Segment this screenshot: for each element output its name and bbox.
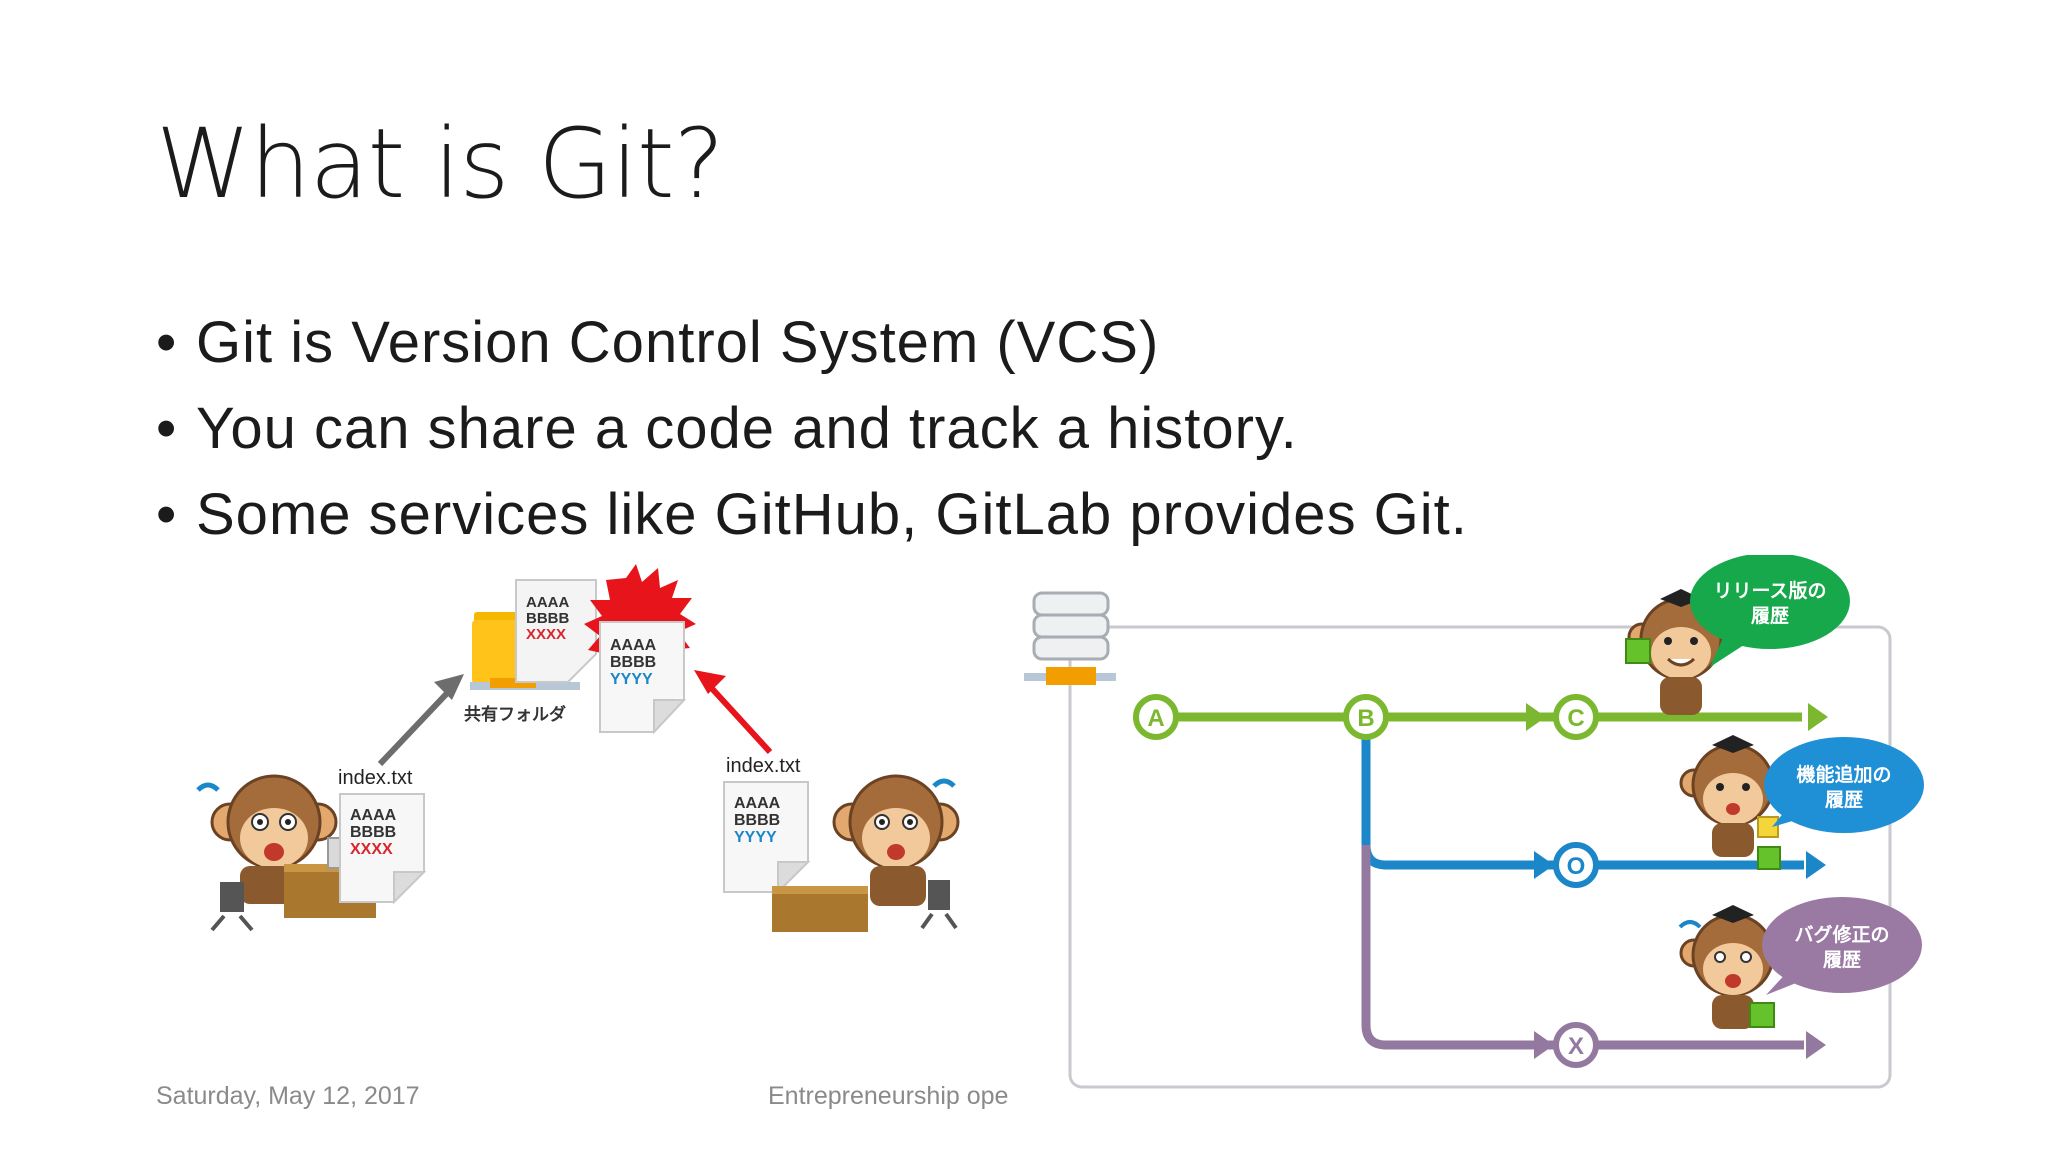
bullet-item: •You can share a code and track a histor… [156, 386, 1468, 472]
shared-folder-illustration: index.txt AAAA BBBB XXXX 共有フォルダ AAAA BBB… [180, 560, 980, 940]
node-label: A [1147, 705, 1164, 732]
commit-node-a: A [1136, 697, 1176, 737]
bubble-text: リリース版の [1713, 579, 1826, 602]
bubble-text: 履歴 [1823, 949, 1861, 971]
bubble-text: 履歴 [1751, 605, 1789, 627]
bubble-text: バグ修正の [1794, 923, 1889, 946]
bullet-item: •Git is Version Control System (VCS) [156, 300, 1468, 386]
shared-back-doc-line: BBBB [526, 610, 569, 627]
bullet-item: •Some services like GitHub, GitLab provi… [156, 472, 1468, 558]
right-doc-line: BBBB [734, 812, 780, 829]
bubble-text: 機能追加の [1796, 763, 1891, 786]
bullet-text: Some services like GitHub, GitLab provid… [196, 482, 1468, 547]
bullet-text: You can share a code and track a history… [196, 396, 1298, 461]
node-label: B [1357, 705, 1374, 732]
shared-front-doc-line: BBBB [610, 654, 656, 671]
bugfix-speech-bubble: バグ修正の 履歴 [1762, 897, 1922, 995]
left-doc-line: XXXX [350, 841, 393, 858]
commit-node-o: O [1556, 845, 1596, 885]
release-branch-line [1156, 703, 1828, 731]
right-doc-line: AAAA [734, 795, 781, 812]
left-doc-line: BBBB [350, 824, 396, 841]
conflict-arrow-icon [694, 670, 770, 752]
bubble-text: 履歴 [1825, 789, 1863, 811]
commit-node-x: X [1556, 1025, 1596, 1065]
left-file-name: index.txt [338, 767, 413, 789]
branch-history-diagram: A B C O X [1020, 555, 2020, 1115]
commit-node-b: B [1346, 697, 1386, 737]
shared-folder-label: 共有フォルダ [464, 704, 566, 724]
node-label: X [1568, 1033, 1584, 1060]
commit-node-c: C [1556, 697, 1596, 737]
footer-date: Saturday, May 12, 2017 [156, 1082, 420, 1111]
server-icon [1024, 593, 1116, 685]
bullet-text: Git is Version Control System (VCS) [196, 310, 1159, 375]
shared-back-doc-line: XXXX [526, 626, 566, 643]
feature-speech-bubble: 機能追加の 履歴 [1764, 737, 1924, 833]
shared-front-doc-line: AAAA [610, 637, 657, 654]
left-doc-line: AAAA [350, 807, 397, 824]
right-doc-line: YYYY [734, 829, 777, 846]
right-desk-icon [772, 886, 868, 932]
bullet-list: •Git is Version Control System (VCS) •Yo… [156, 300, 1468, 558]
node-label: O [1567, 853, 1586, 880]
node-label: C [1567, 705, 1584, 732]
shared-front-doc-line: YYYY [610, 671, 653, 688]
bullet-dot-icon: • [156, 472, 196, 558]
bullet-dot-icon: • [156, 386, 196, 472]
shared-back-doc-line: AAAA [526, 594, 569, 611]
bugfix-monkey-icon [1680, 905, 1785, 1029]
slide-title: What is Git? [156, 108, 724, 220]
upload-arrow-icon [380, 674, 464, 764]
bullet-dot-icon: • [156, 300, 196, 386]
right-file-name: index.txt [726, 755, 801, 777]
footer-center-text: Entrepreneurship ope [768, 1082, 1008, 1111]
